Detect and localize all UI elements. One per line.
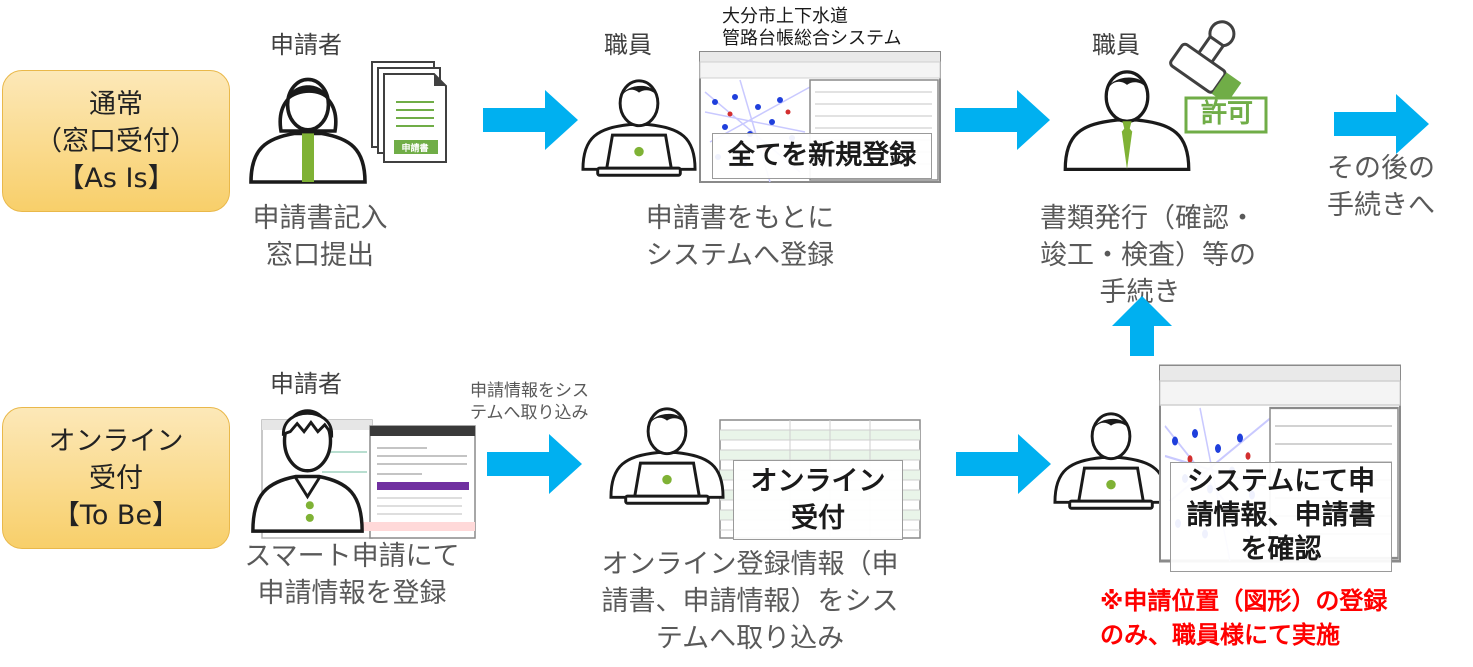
import-note-line2: テムへ取り込み bbox=[470, 403, 589, 423]
role-staff-as-is-2: 職員 bbox=[1092, 31, 1140, 59]
stamp-label: 許可 bbox=[1200, 99, 1253, 129]
role-staff-as-is-1: 職員 bbox=[604, 31, 652, 59]
to-be-step2-overlay-line1: オンライン bbox=[750, 466, 886, 497]
system-name-line2: 管路台帳総合システム bbox=[722, 28, 902, 49]
staff-with-laptop-icon bbox=[1053, 412, 1169, 510]
import-note: 申請情報をシス テムへ取り込み bbox=[470, 380, 589, 424]
lane-as-is-line3: 【As Is】 bbox=[57, 162, 175, 194]
as-is-step2-line1: 申請書をもとに bbox=[645, 203, 835, 234]
to-be-step3-overlay-line1: システムにて申 bbox=[1186, 466, 1376, 497]
to-be-step1-line2: 申請情報を登録 bbox=[257, 578, 447, 609]
to-be-step2-text: オンライン登録情報（申 請書、申請情報）をシス テムへ取り込み bbox=[590, 546, 910, 657]
to-be-step2-line1: オンライン登録情報（申 bbox=[601, 549, 899, 580]
system-name: 大分市上下水道 管路台帳総合システム bbox=[722, 6, 901, 50]
arrow-right-icon bbox=[955, 90, 1050, 150]
staff-with-laptop-icon bbox=[609, 407, 725, 505]
as-is-step2-text: 申請書をもとに システムへ登録 bbox=[630, 200, 850, 274]
to-be-step2-line3: テムへ取り込み bbox=[655, 623, 845, 654]
as-is-step1-line2: 窓口提出 bbox=[266, 240, 374, 271]
to-be-step2-overlay: オンライン 受付 bbox=[733, 460, 903, 540]
lane-as-is: 通常 （窓口受付） 【As Is】 bbox=[2, 70, 230, 212]
as-is-step2-line2: システムへ登録 bbox=[645, 240, 835, 271]
staff-with-laptop-icon bbox=[581, 79, 697, 177]
to-be-step3-overlay: システムにて申 請情報、申請書 を確認 bbox=[1170, 462, 1392, 572]
lane-to-be-line2: 受付 bbox=[89, 462, 143, 494]
as-is-step3-line1: 書類発行（確認・ bbox=[1040, 203, 1256, 234]
to-be-step2-overlay-line2: 受付 bbox=[791, 503, 845, 534]
next-procedure-line1: その後の bbox=[1327, 153, 1435, 184]
system-name-line1: 大分市上下水道 bbox=[722, 6, 848, 27]
import-note-line1: 申請情報をシス bbox=[470, 381, 589, 401]
as-is-step3-line2: 竣工・検査）等の bbox=[1040, 240, 1256, 271]
arrow-right-icon bbox=[487, 434, 582, 494]
next-procedure-line2: 手続きへ bbox=[1327, 190, 1435, 221]
next-procedure-text: その後の 手続きへ bbox=[1316, 150, 1446, 224]
staff-registration-note: ※申請位置（図形）の登録 のみ、職員様にて実施 bbox=[1100, 584, 1387, 652]
arrow-right-icon bbox=[956, 434, 1051, 494]
arrow-right-icon bbox=[1334, 94, 1429, 154]
to-be-step2-line2: 請書、申請情報）をシス bbox=[601, 586, 899, 617]
staff-with-tie-icon bbox=[1063, 70, 1191, 171]
role-applicant-as-is: 申請者 bbox=[270, 31, 342, 59]
as-is-step1-line1: 申請書記入 bbox=[252, 203, 388, 234]
staff-registration-note-line2: のみ、職員様にて実施 bbox=[1100, 621, 1340, 649]
as-is-step1-text: 申請書記入 窓口提出 bbox=[235, 200, 405, 274]
lane-to-be: オンライン 受付 【To Be】 bbox=[2, 407, 230, 549]
as-is-step2-overlay: 全てを新規登録 bbox=[712, 133, 932, 179]
to-be-step1-line1: スマート申請にて bbox=[244, 541, 460, 572]
approval-stamp-icon bbox=[1169, 20, 1268, 134]
role-applicant-to-be: 申請者 bbox=[270, 370, 342, 398]
lane-to-be-line3: 【To Be】 bbox=[52, 499, 180, 531]
lane-to-be-line1: オンライン bbox=[48, 425, 184, 457]
applicant-with-phone-icon bbox=[251, 409, 364, 533]
arrow-right-icon bbox=[483, 90, 578, 150]
staff-registration-note-line1: ※申請位置（図形）の登録 bbox=[1100, 587, 1388, 615]
to-be-step1-text: スマート申請にて 申請情報を登録 bbox=[232, 538, 472, 612]
as-is-step3-text: 書類発行（確認・ 竣工・検査）等の 手続き bbox=[1040, 200, 1256, 311]
to-be-step3-overlay-line2: 請情報、申請書 bbox=[1186, 500, 1376, 531]
application-documents-icon bbox=[371, 61, 447, 163]
applicant-female-icon bbox=[249, 77, 367, 184]
lane-as-is-line1: 通常 bbox=[89, 88, 143, 120]
lane-as-is-line2: （窓口受付） bbox=[35, 125, 197, 157]
arrow-up-icon bbox=[1112, 296, 1172, 356]
to-be-step3-overlay-line3: を確認 bbox=[1240, 534, 1322, 565]
document-label: 申請書 bbox=[401, 144, 429, 154]
